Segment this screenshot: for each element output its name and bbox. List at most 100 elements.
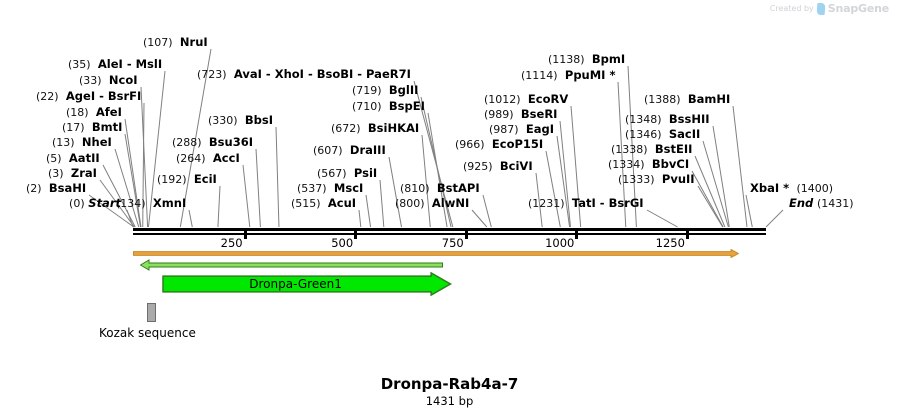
enzyme-site-name: BamHI: [687, 92, 731, 106]
enzyme-site-name: XmnI: [152, 196, 187, 210]
enzyme-leader-line: [379, 179, 385, 228]
end-position: (1431): [816, 197, 854, 210]
enzyme-site-label[interactable]: (288) Bsu36I: [172, 136, 253, 150]
enzyme-site-label[interactable]: (18) AfeI: [66, 105, 122, 120]
enzyme-site-label[interactable]: (1138) BpmI: [548, 53, 625, 67]
enzyme-site-name: BbvCI: [651, 157, 690, 171]
enzyme-site-label[interactable]: (800) AlwNI: [395, 197, 469, 211]
enzyme-site-name: BbsI: [244, 113, 274, 127]
enzyme-site-label[interactable]: (1338) BstEII: [611, 143, 692, 157]
enzyme-site-label[interactable]: (3) ZraI: [48, 167, 97, 181]
dronpa-green1-feature-arrow[interactable]: [150, 272, 463, 296]
enzyme-site-name: AfeI: [95, 105, 122, 119]
enzyme-site-position: (987): [489, 123, 519, 136]
ruler-tick-mark: [354, 230, 358, 239]
enzyme-site-label[interactable]: (107) NruI: [143, 35, 208, 50]
enzyme-site-label[interactable]: (537) MscI: [297, 182, 363, 196]
enzyme-site-label[interactable]: (672) BsiHKAI: [331, 121, 420, 136]
enzyme-site-label[interactable]: (5) AatII: [46, 152, 100, 166]
enzyme-site-label[interactable]: (966) EcoP15I: [455, 138, 543, 152]
feature-arrow-shape: [139, 259, 443, 271]
enzyme-site-position: (288): [172, 136, 202, 149]
enzyme-leader-line: [255, 148, 261, 228]
enzyme-site-position: (134): [116, 197, 146, 210]
enzyme-site-label[interactable]: (1231) TatI - BsrGI: [528, 197, 644, 211]
enzyme-site-position: (810): [400, 182, 430, 195]
enzyme-site-label[interactable]: (1334) BbvCI: [608, 157, 690, 172]
enzyme-site-position: (1348): [625, 113, 662, 126]
enzyme-site-position: (1012): [484, 93, 521, 106]
enzyme-site-name: SacII: [668, 127, 701, 141]
enzyme-site-label[interactable]: (33) NcoI: [79, 74, 138, 88]
enzyme-site-name: XbaI *: [750, 181, 790, 195]
enzyme-site-label[interactable]: (1333) PvuII: [618, 173, 695, 187]
enzyme-site-label[interactable]: (1388) BamHI: [644, 92, 731, 107]
enzyme-site-label[interactable]: (17) BmtI: [62, 120, 123, 135]
sequence-backbone-top-line: [133, 228, 766, 231]
enzyme-site-label[interactable]: (2) BsaHI: [26, 182, 86, 196]
sequence-end-label: End (1431): [789, 197, 854, 211]
ruler-tick-label: 500: [331, 236, 354, 250]
vector-backbone-arrow[interactable]: [133, 249, 740, 258]
enzyme-site-position: (5): [46, 152, 62, 165]
terminal-leader-line: [126, 209, 134, 228]
enzyme-site-position: (192): [157, 173, 187, 186]
reverse-strand-arrow[interactable]: [139, 259, 443, 271]
kozak-sequence-feature-box[interactable]: [147, 303, 156, 322]
enzyme-leader-line: [124, 133, 142, 228]
enzyme-leader-line: [646, 209, 678, 228]
enzyme-site-name: PsiI: [353, 166, 378, 180]
enzyme-site-label[interactable]: (264) AccI: [176, 151, 240, 166]
enzyme-site-name: NheI: [81, 135, 112, 149]
enzyme-site-name: PpuMI *: [564, 68, 616, 82]
enzyme-site-position: (2): [26, 182, 42, 195]
ruler-tick-label: 250: [220, 236, 243, 250]
sequence-backbone-bottom-line: [133, 233, 766, 235]
enzyme-site-label[interactable]: (567) PsiI: [317, 166, 378, 181]
ruler-tick-label: 750: [441, 236, 464, 250]
ruler-tick-mark: [464, 230, 468, 239]
enzyme-leader-line: [114, 148, 140, 228]
enzyme-site-name: NruI: [179, 35, 208, 49]
enzyme-site-label[interactable]: (1346) SacII: [625, 127, 701, 142]
enzyme-site-name: AccI: [212, 151, 240, 165]
enzyme-site-label[interactable]: (35) AleI - MslI: [68, 58, 162, 72]
enzyme-site-label[interactable]: (723) AvaI - XhoI - BsoBI - PaeR7I: [197, 68, 411, 82]
enzyme-site-label[interactable]: (192) EciI: [157, 173, 217, 187]
enzyme-site-label[interactable]: (989) BseRI: [484, 107, 558, 122]
enzyme-site-name: BglII: [388, 83, 419, 97]
enzyme-site-name: BseRI: [520, 107, 558, 121]
enzyme-site-label[interactable]: (1114) PpuMI *: [521, 68, 616, 83]
enzyme-site-name: AgeI - BsrFI: [65, 89, 142, 103]
enzyme-site-position: (723): [197, 68, 227, 81]
watermark-created-by-label: Created by: [769, 4, 814, 13]
enzyme-site-position: (719): [352, 84, 382, 97]
enzyme-site-position: (672): [331, 122, 361, 135]
enzyme-site-label[interactable]: XbaI * (1400): [750, 181, 834, 196]
enzyme-leader-line: [217, 185, 221, 228]
enzyme-site-position: (1400): [796, 182, 834, 195]
enzyme-site-label[interactable]: (719) BglII: [352, 83, 419, 98]
enzyme-site-position: (1333): [618, 173, 655, 186]
enzyme-site-label[interactable]: (13) NheI: [52, 135, 112, 150]
enzyme-leader-line: [545, 150, 561, 228]
enzyme-site-position: (17): [62, 121, 85, 134]
enzyme-site-label[interactable]: (607) DraIII: [313, 144, 386, 158]
enzyme-site-name: BsiHKAI: [367, 121, 420, 135]
enzyme-site-label[interactable]: (987) EagI: [489, 123, 554, 137]
enzyme-site-label[interactable]: (810) BstAPI: [400, 182, 480, 196]
enzyme-site-label[interactable]: (515) AcuI: [291, 197, 356, 211]
ruler-tick-label: 1250: [655, 236, 685, 250]
enzyme-site-label[interactable]: (925) BciVI: [463, 160, 533, 174]
enzyme-site-label[interactable]: (134) XmnI: [116, 196, 187, 211]
enzyme-site-label[interactable]: (710) BspEI: [352, 100, 425, 114]
enzyme-site-position: (3): [48, 167, 64, 180]
enzyme-site-label[interactable]: (1348) BssHII: [625, 113, 710, 127]
enzyme-leader-line: [694, 155, 726, 228]
enzyme-site-label[interactable]: (22) AgeI - BsrFI: [36, 89, 142, 104]
enzyme-site-position: (966): [455, 138, 485, 151]
enzyme-site-name: BmtI: [91, 120, 123, 134]
enzyme-site-label[interactable]: (1012) EcoRV: [484, 93, 568, 107]
enzyme-site-label[interactable]: (330) BbsI: [208, 113, 274, 128]
